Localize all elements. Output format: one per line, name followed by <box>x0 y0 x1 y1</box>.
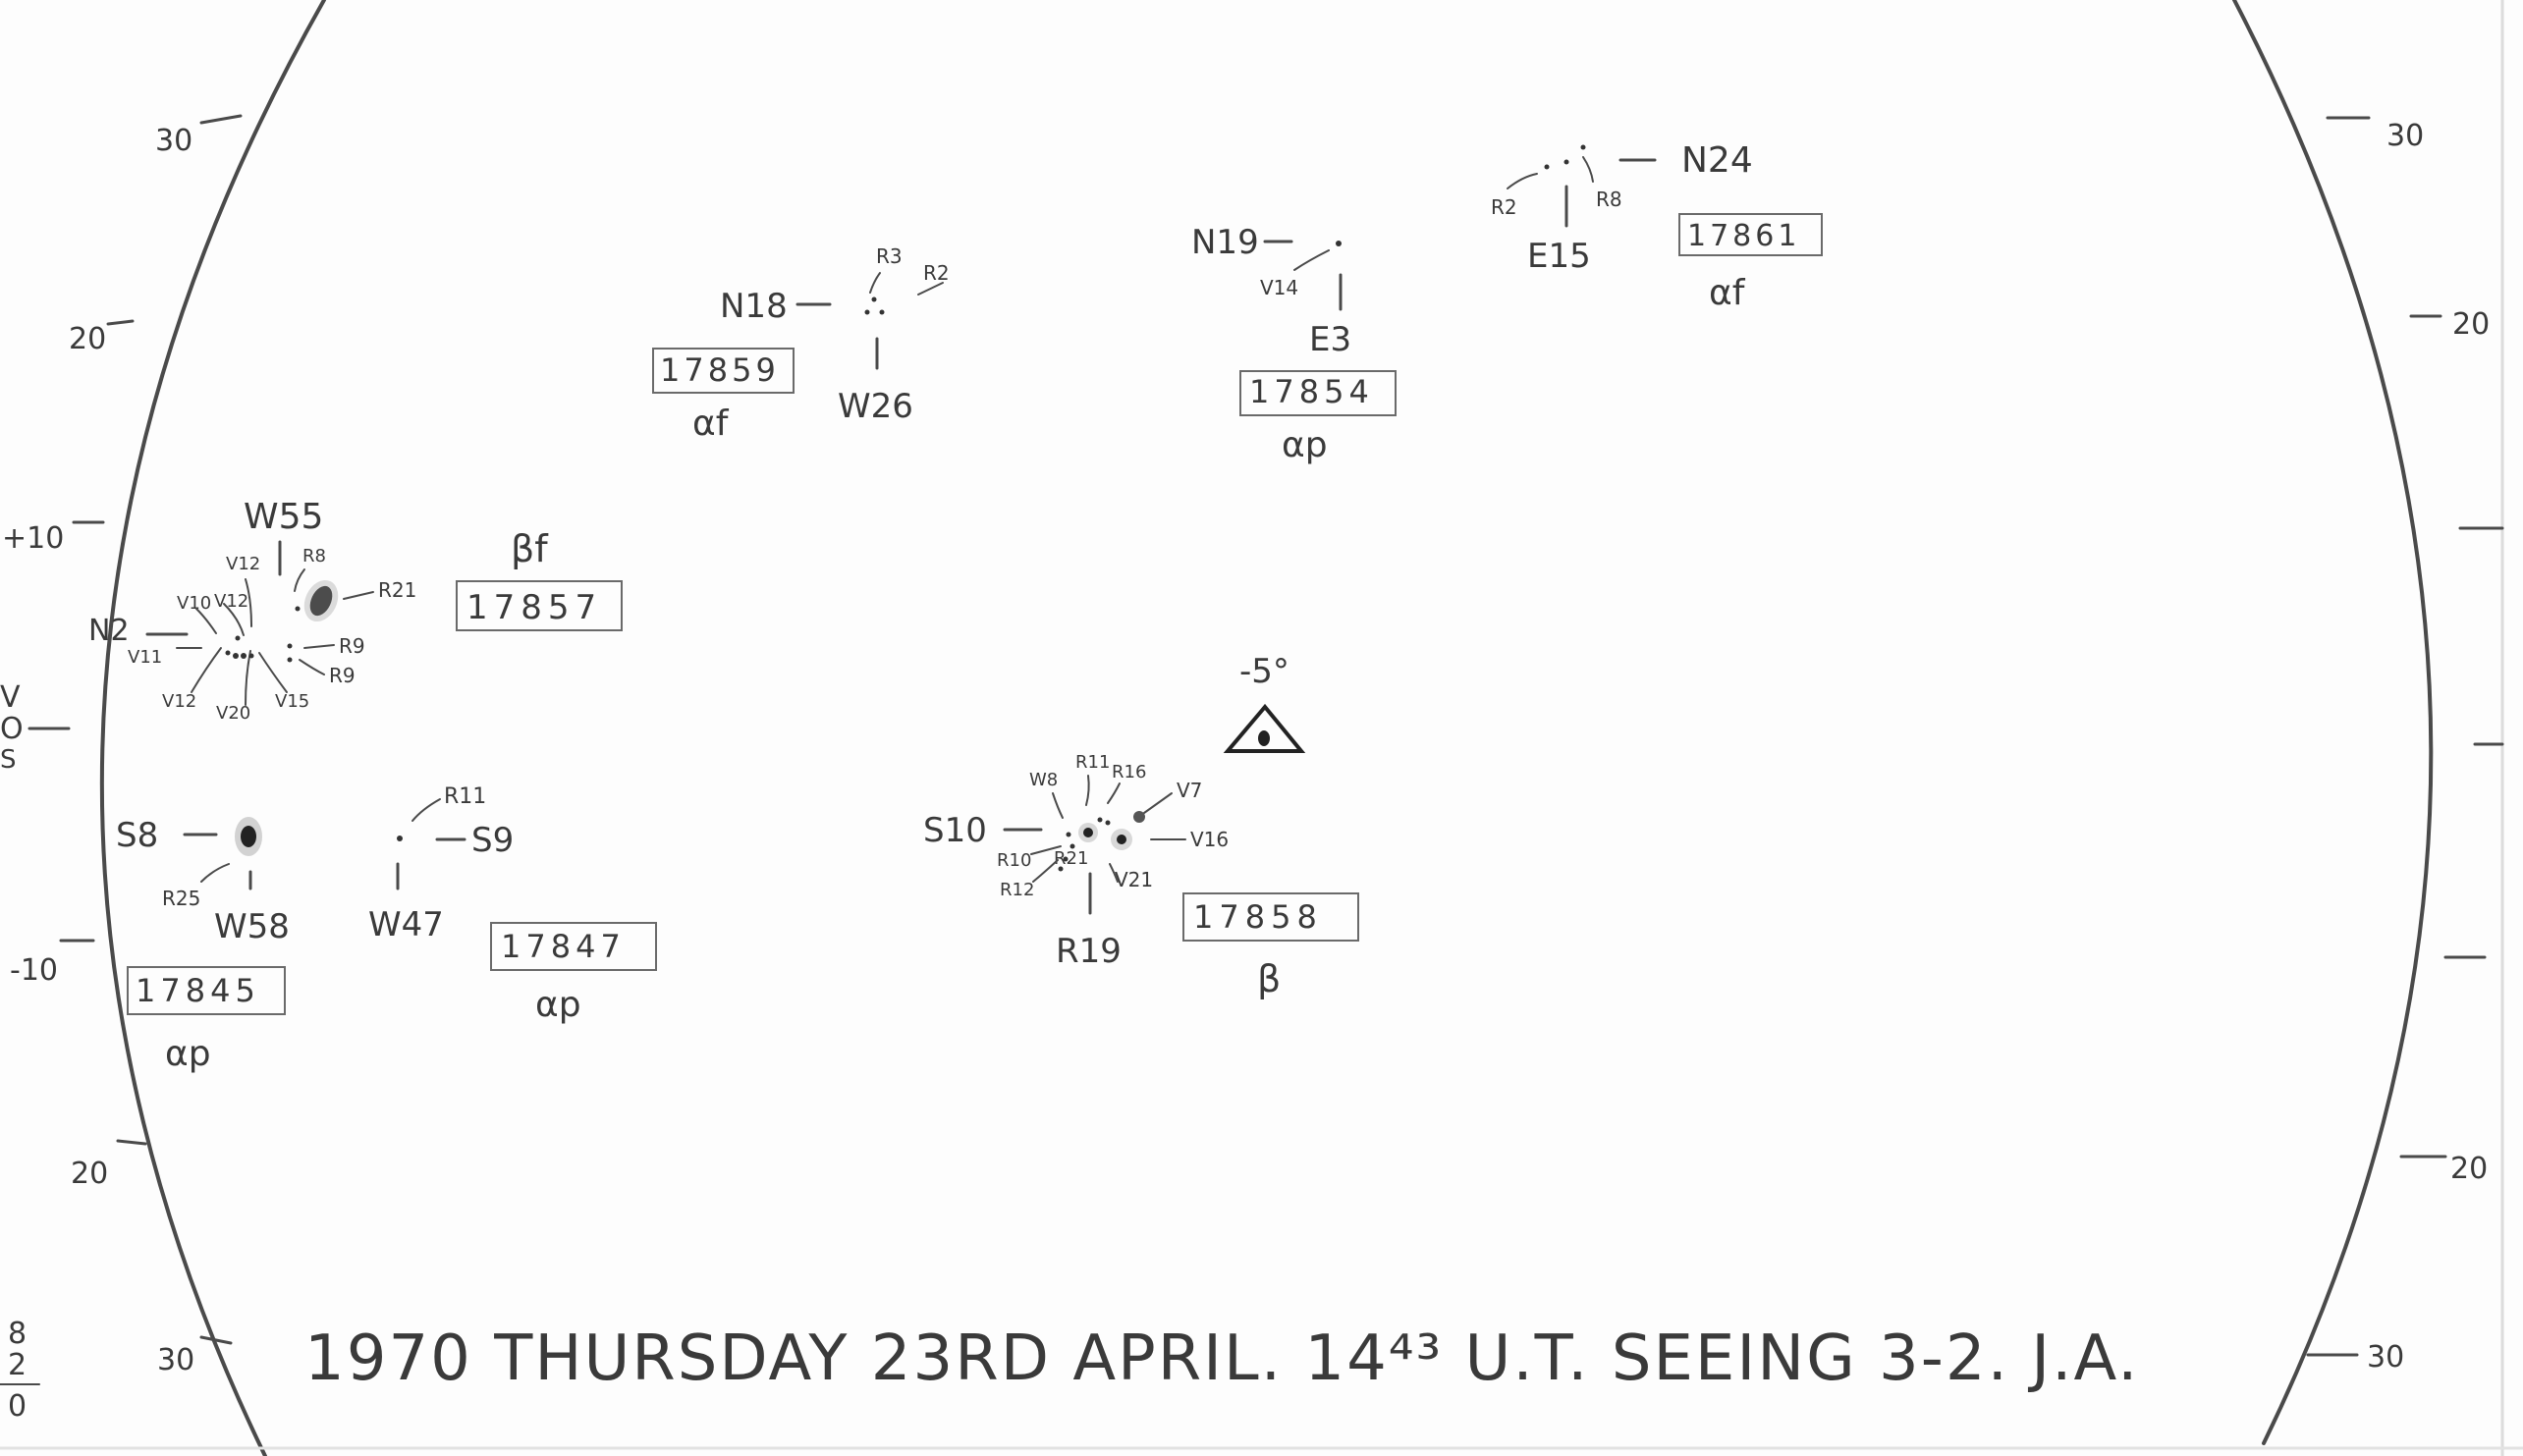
label-R9: R9 <box>339 634 365 658</box>
label-W58: W58 <box>214 907 290 946</box>
label-N2: N2 <box>88 614 130 648</box>
label-V11: V11 <box>128 647 162 668</box>
label-R19: R10 <box>997 850 1031 871</box>
group-tag-17845: 17845 αp <box>127 966 286 1074</box>
sunspot-group-17854: N19 V14 E3 <box>1191 223 1351 359</box>
label-R21: V21 <box>1115 868 1153 891</box>
label-R2: R2 <box>923 261 950 285</box>
label-R11: R11 <box>444 784 486 809</box>
label-N19: N19 <box>1191 223 1259 262</box>
left-tick-label: +10 <box>2 521 64 556</box>
sunspot-group-17861: R2 R8 E15 N24 <box>1491 140 1753 276</box>
fraction-bottom: 0 <box>8 1389 27 1424</box>
corner-fraction: 8 2 0 <box>0 1317 40 1424</box>
label-R2: R2 <box>1491 195 1517 219</box>
label-R9: R9 <box>329 664 356 687</box>
label-N18: N18 <box>720 287 788 326</box>
designation-17858: β <box>1257 957 1281 1000</box>
label-V10: V10 <box>177 593 211 614</box>
right-tick-label: 30 <box>2367 1340 2404 1375</box>
label-R21: R21 <box>378 578 416 602</box>
left-tick-label: 20 <box>71 1157 108 1191</box>
latitude-marker: -5° <box>1223 652 1306 753</box>
left-edge-fragment: V O S <box>0 680 24 775</box>
sunspot-group-17859: N18 R3 R2 W26 <box>720 244 950 426</box>
group-number-17861: 17861 <box>1687 219 1800 253</box>
designation-17847: αp <box>535 985 581 1025</box>
label-R11: W8 <box>1029 770 1058 790</box>
group-tag-17859: 17859 αf <box>652 348 795 444</box>
label-V15: V15 <box>275 691 309 712</box>
right-scale: 30 20 20 30 <box>2306 116 2504 1375</box>
label-V21: V16 <box>1190 828 1229 851</box>
sunspot-group-17847: R11 S9 W47 <box>368 784 514 944</box>
label-V16: V7 <box>1177 779 1202 802</box>
group-tag-17857: βf 17857 <box>456 527 623 631</box>
right-limb-arc <box>2232 0 2434 1445</box>
label-R10: R12 <box>1000 880 1034 900</box>
designation-17861: αf <box>1709 273 1746 313</box>
group-tag-17854: 17854 αp <box>1239 370 1397 465</box>
group-number-17857: 17857 <box>466 588 602 627</box>
designation-17859: αf <box>692 404 730 444</box>
left-limb-arc <box>99 0 326 1456</box>
label-R8: R8 <box>302 546 326 566</box>
label-V12: V12 <box>162 691 196 712</box>
label-E15: E15 <box>1527 237 1591 276</box>
right-tick-label: 20 <box>2450 1152 2488 1186</box>
fraction-mid: 2 <box>8 1348 27 1382</box>
label-R8: R8 <box>1596 188 1622 211</box>
group-tag-17847: 17847 αp <box>490 922 657 1025</box>
group-number-17847: 17847 <box>501 928 626 965</box>
right-tick-label: 30 <box>2386 119 2424 153</box>
label-W47: W47 <box>368 905 444 944</box>
left-scale: 30 20 +10 -10 20 30 <box>2 114 243 1377</box>
left-tick-label: 20 <box>69 322 106 356</box>
group-number-17845: 17845 <box>136 972 260 1009</box>
label-E3: E3 <box>1309 320 1351 359</box>
marker-label: -5° <box>1239 652 1289 691</box>
left-tick-label: 30 <box>157 1343 194 1377</box>
group-tag-17858: 17858 β <box>1182 892 1359 1000</box>
group-number-17859: 17859 <box>660 351 780 389</box>
edge-letter: S <box>0 745 17 775</box>
label-V7: R16 <box>1112 762 1146 782</box>
label-V20: V20 <box>216 703 250 724</box>
designation-17854: αp <box>1282 425 1328 465</box>
label-V14: V14 <box>1260 276 1298 299</box>
left-tick-label: 30 <box>155 124 192 158</box>
label-V12: V12 <box>214 591 248 612</box>
sunspot-group-17858: S10 W8 R11 R16 V7 V16 V21 R21 R12 R10 R1… <box>923 752 1229 971</box>
label-R16: R11 <box>1075 752 1110 773</box>
label-W26: W26 <box>838 387 913 426</box>
observation-caption: 1970 THURSDAY 23RD APRIL. 14⁴³ U.T. SEEI… <box>304 1322 2139 1395</box>
label-V12: V12 <box>226 554 260 574</box>
left-tick-label: -10 <box>10 953 58 988</box>
label-S9: S9 <box>471 821 514 860</box>
label-R12: R21 <box>1054 848 1088 869</box>
label-S8: S8 <box>116 816 158 855</box>
sunspot-group-17857: W55 N2 V12 V10 V12 V11 V12 V20 V15 R8 R2… <box>88 497 416 724</box>
label-R3: R3 <box>876 244 903 268</box>
label-W8: R19 <box>1056 932 1122 971</box>
triangle-marker-icon <box>1223 703 1306 753</box>
designation-17845: αp <box>165 1034 211 1074</box>
group-tag-17861: 17861 αf <box>1678 213 1823 313</box>
group-number-17854: 17854 <box>1249 373 1374 410</box>
label-N24: N24 <box>1681 140 1753 181</box>
label-W55: W55 <box>244 497 323 537</box>
fraction-top: 8 <box>8 1317 27 1351</box>
right-tick-label: 20 <box>2452 307 2490 342</box>
designation-17857: βf <box>511 527 549 570</box>
label-R25: R25 <box>162 887 200 910</box>
edge-letter: O <box>0 712 24 746</box>
sunspot-group-17845: S8 R25 W58 <box>116 816 290 946</box>
group-number-17858: 17858 <box>1193 898 1323 936</box>
edge-letter: V <box>0 680 21 715</box>
label-S10: S10 <box>923 811 987 850</box>
